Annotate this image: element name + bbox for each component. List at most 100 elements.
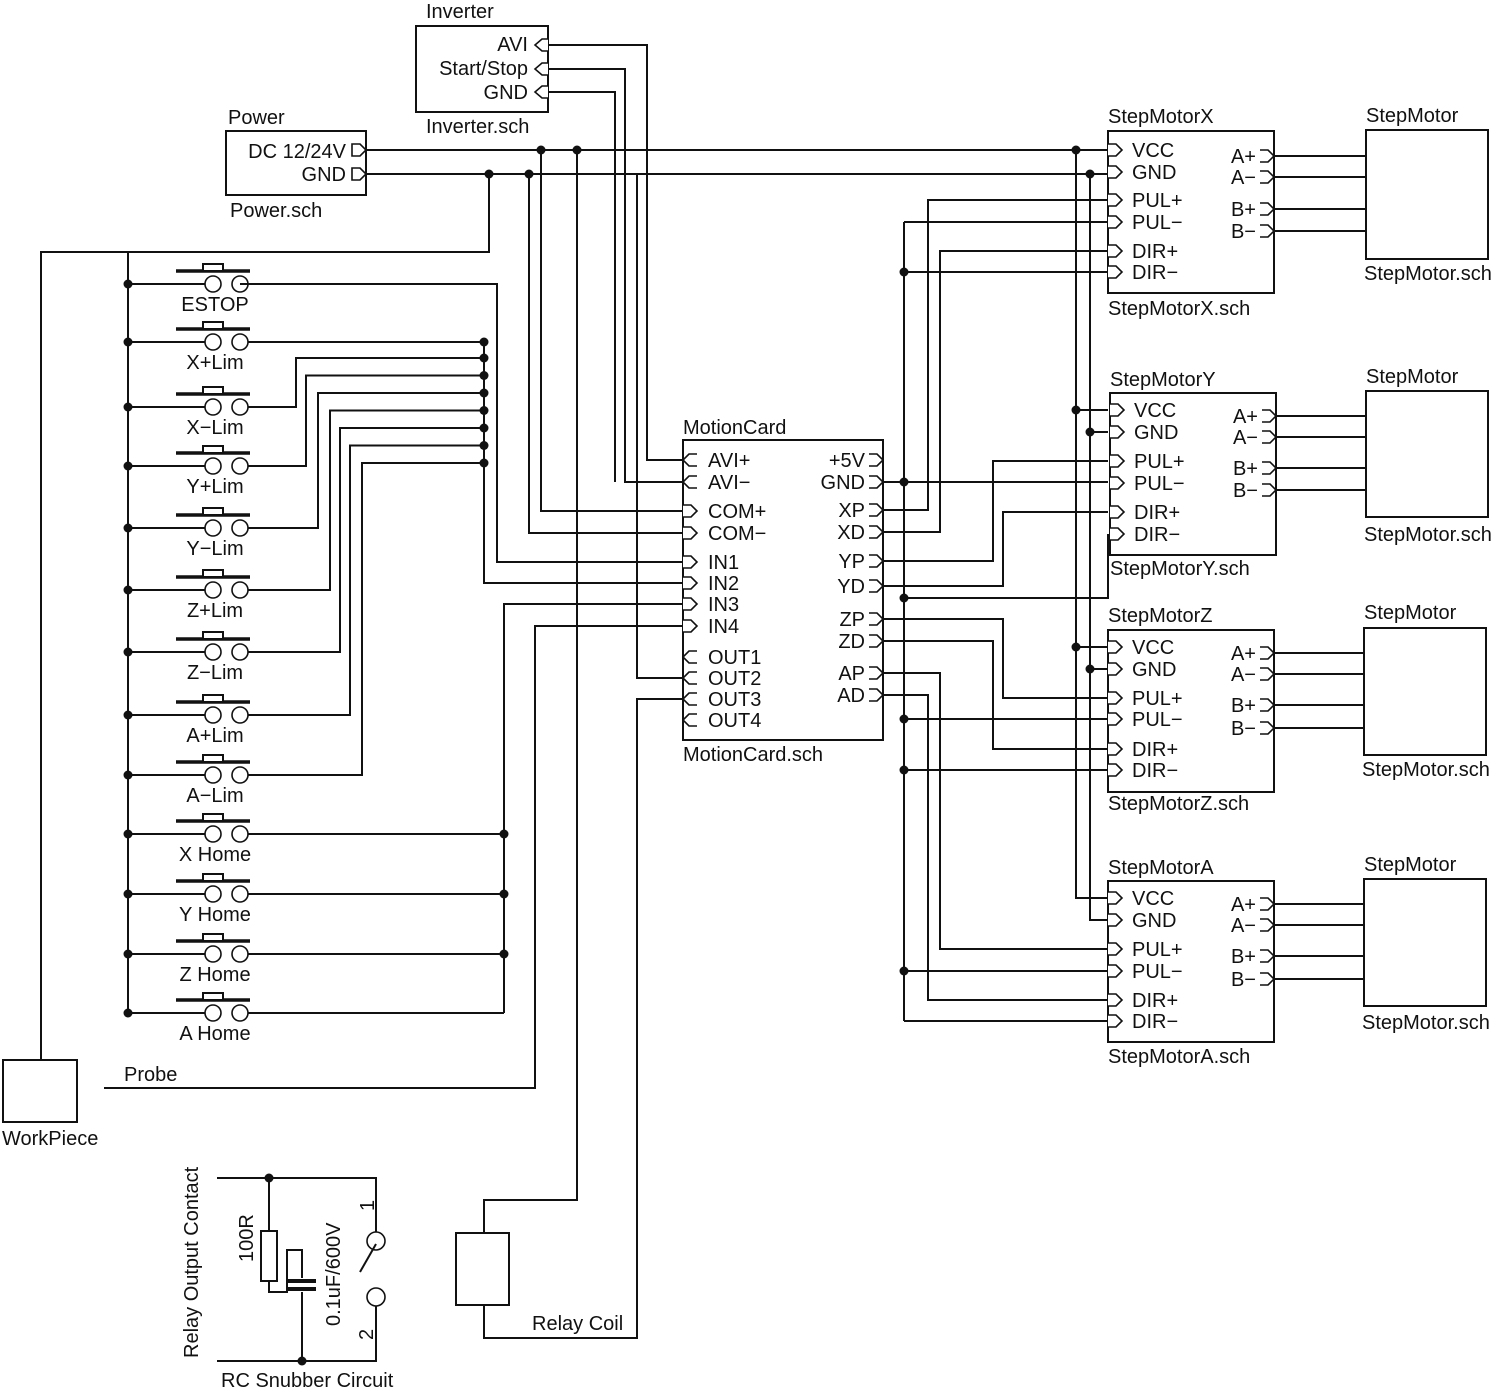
wire-ad — [883, 694, 1108, 1001]
driver-pin-vcc: VCC — [1132, 888, 1174, 910]
driver-title: StepMotorZ — [1108, 605, 1212, 627]
stepmotor-file: StepMotor.sch — [1362, 759, 1490, 781]
relay-output-contact-label: Relay Output Contact — [181, 1166, 203, 1358]
switch-button — [202, 933, 224, 942]
switch-button — [202, 386, 224, 395]
switch-z-minuspluslim[interactable]: Z+Lim — [123, 406, 489, 622]
driver-file: StepMotorZ.sch — [1108, 793, 1249, 815]
driver-pin-a-minusplus: A+ — [1231, 146, 1256, 168]
wire-limits-in2 — [483, 342, 683, 584]
wire-ap — [883, 672, 1108, 950]
mc-pin-ap: AP — [838, 663, 865, 685]
switch-a-home[interactable]: A Home — [123, 992, 505, 1045]
driver-file: StepMotorA.sch — [1108, 1046, 1250, 1068]
driver-pin-pul-minus: PUL− — [1132, 212, 1183, 234]
switch-estop[interactable]: ESTOP — [123, 263, 251, 316]
mc-port-in2 — [683, 576, 699, 590]
wire-snubber-bottom — [217, 1306, 377, 1362]
stepmotor-box — [1365, 390, 1489, 518]
wire-limit — [248, 462, 484, 776]
driver-pin-dir-minusplus: DIR+ — [1132, 241, 1178, 263]
switch-y-minuslim[interactable]: Y−Lim — [123, 388, 489, 561]
driver-port-dir-minus — [1108, 763, 1124, 777]
switch-label: X Home — [179, 844, 251, 866]
contact-pin-1-label: 1 — [357, 1200, 379, 1211]
junction-dot — [123, 523, 133, 533]
driver-pin-dir-minusplus: DIR+ — [1134, 502, 1180, 524]
wire-limit — [248, 427, 484, 653]
driver-port-gnd — [1108, 913, 1124, 927]
mc-pin-yd: YD — [837, 576, 865, 598]
junction-dot — [123, 337, 133, 347]
switch-a-minuspluslim[interactable]: A+Lim — [123, 441, 489, 747]
switch-ladder: ESTOPX+LimX−LimY+LimY−LimZ+LimZ−LimA+Lim… — [123, 252, 509, 1045]
switch-label: A Home — [179, 1023, 250, 1045]
wire-out3-relay — [483, 698, 683, 1339]
mc-pin-avi-minus: AVI− — [708, 472, 750, 494]
driver-pin-b-minus: B− — [1231, 718, 1256, 740]
switch-y-home[interactable]: Y Home — [123, 873, 509, 926]
switch-a-minuslim[interactable]: A−Lim — [123, 458, 489, 808]
driver-pin-gnd: GND — [1132, 162, 1176, 184]
wire-home-in3 — [503, 603, 683, 834]
mc-port-in1 — [683, 555, 699, 569]
power-port-gnd — [351, 167, 368, 181]
wire-gnd-to-workpiece — [40, 174, 490, 1060]
switch-z-home[interactable]: Z Home — [123, 933, 509, 986]
power-block — [225, 130, 367, 196]
mc-pin-out1: OUT1 — [708, 647, 761, 669]
mc-pin-zd: ZD — [838, 631, 865, 653]
inverter-title: Inverter — [426, 1, 494, 23]
switch-label: Y Home — [179, 904, 251, 926]
driver-pin-pul-minus: PUL− — [1134, 473, 1185, 495]
mc-pin-ad: AD — [837, 685, 865, 707]
driver-port-vcc — [1110, 403, 1126, 417]
driver-blocks: StepMotorXStepMotorX.schVCCGNDPUL+PUL−DI… — [1107, 105, 1492, 1068]
driver-title: StepMotorX — [1108, 106, 1214, 128]
driver-port-pul-minusplus — [1110, 454, 1126, 468]
mc-pin-zp: ZP — [839, 609, 865, 631]
driver-pin-dir-minusplus: DIR+ — [1132, 990, 1178, 1012]
power-file: Power.sch — [230, 200, 322, 222]
switch-contact — [204, 457, 222, 475]
wiring — [2, 44, 1109, 1366]
switch-contact — [204, 945, 222, 963]
power-port-dc — [351, 143, 368, 157]
driver-pin-dir-minus: DIR− — [1132, 262, 1178, 284]
wire-resistor-cap — [268, 1249, 303, 1293]
mc-pin-minusplus5v: +5V — [829, 450, 866, 472]
inverter-pin-start-stop: Start/Stop — [439, 58, 528, 80]
switch-z-minuslim[interactable]: Z−Lim — [123, 423, 489, 685]
mc-pin-in2: IN2 — [708, 573, 739, 595]
driver-pin-b-minusplus: B+ — [1231, 199, 1256, 221]
junction-dot — [484, 169, 494, 179]
junction-dot — [1071, 642, 1081, 652]
wire-limit — [248, 374, 484, 467]
junction-dot — [899, 267, 909, 277]
driver-pin-pul-minus: PUL− — [1132, 961, 1183, 983]
driver-stepmotory: StepMotorYStepMotorY.schVCCGNDPUL+PUL−DI… — [1109, 366, 1492, 580]
stepmotor-file: StepMotor.sch — [1364, 524, 1492, 546]
inverter-pin-gnd: GND — [484, 82, 528, 104]
switch-x-home[interactable]: X Home — [123, 813, 509, 866]
switch-button — [202, 569, 224, 578]
relay-coil-label: Relay Coil — [532, 1313, 623, 1335]
wire-start-stop — [548, 68, 683, 483]
switch-label: Z+Lim — [187, 600, 243, 622]
switch-contact — [231, 333, 249, 351]
junction-dot — [1085, 664, 1095, 674]
switch-x-minuspluslim[interactable]: X+Lim — [123, 321, 489, 374]
switch-x-minuslim[interactable]: X−Lim — [123, 353, 489, 440]
driver-box — [1107, 130, 1275, 294]
switch-contact — [204, 275, 222, 293]
junction-dot — [123, 647, 133, 657]
wire-xp — [883, 199, 1108, 511]
driver-box — [1107, 880, 1275, 1043]
switch-button — [202, 507, 224, 516]
switch-contact — [231, 766, 249, 784]
switch-contact — [231, 1004, 249, 1022]
switch-y-minuspluslim[interactable]: Y+Lim — [123, 371, 489, 498]
switch-label: Z−Lim — [187, 662, 243, 684]
junction-dot — [524, 169, 534, 179]
workpiece-label: WorkPiece — [2, 1128, 98, 1150]
